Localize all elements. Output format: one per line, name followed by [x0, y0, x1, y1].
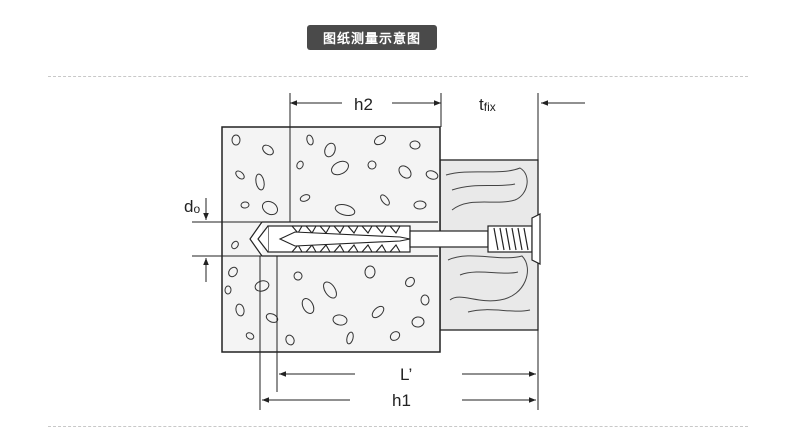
top-divider	[48, 76, 748, 77]
aggregate-pebble	[332, 314, 348, 326]
aggregate-pebble	[367, 160, 377, 170]
aggregate-pebble	[398, 165, 412, 179]
aggregate-pebble	[255, 173, 265, 191]
aggregate-pebble	[405, 276, 415, 288]
collar-rib	[523, 227, 529, 251]
d0-label: do	[184, 197, 200, 216]
bottom-divider	[48, 426, 748, 427]
collar-rib	[499, 227, 505, 251]
plug-tooth	[389, 244, 401, 253]
plug-tooth	[333, 244, 345, 253]
dimension-lines	[192, 93, 585, 410]
aggregate-pebble	[240, 201, 250, 209]
aggregate-pebble	[235, 303, 245, 317]
collar-rib	[505, 227, 511, 251]
aggregate-pebble	[231, 240, 239, 250]
plug-tooth	[361, 244, 373, 253]
plastic-plug	[257, 225, 411, 253]
screw	[409, 213, 541, 265]
d0-main: d	[184, 197, 193, 216]
concrete-aggregate	[224, 134, 439, 346]
aggregate-pebble	[324, 142, 336, 158]
aggregate-pebble	[231, 134, 241, 146]
aggregate-pebble	[409, 140, 421, 150]
aggregate-pebble	[285, 334, 295, 346]
collar-rib	[511, 227, 517, 251]
plug-tooth	[333, 225, 345, 234]
plug-tooth	[389, 225, 401, 234]
plug-tooth	[375, 244, 387, 253]
aggregate-pebble	[425, 170, 439, 180]
aggregate-pebble	[296, 160, 304, 170]
aggregate-pebble	[364, 265, 376, 279]
aggregate-pebble	[306, 134, 314, 146]
aggregate-pebble	[323, 281, 337, 299]
collar-rib	[493, 227, 499, 251]
aggregate-pebble	[380, 194, 390, 206]
aggregate-pebble	[261, 200, 279, 216]
aggregate-pebble	[389, 331, 401, 341]
plug-tooth	[375, 225, 387, 234]
h1-label: h1	[392, 391, 411, 410]
aggregate-pebble	[301, 298, 315, 314]
aggregate-pebble	[346, 331, 354, 345]
aggregate-pebble	[371, 305, 385, 319]
h2-label: h2	[354, 95, 373, 114]
aggregate-pebble	[411, 316, 425, 328]
aggregate-pebble	[334, 204, 356, 216]
tfix-label: tfix	[479, 95, 496, 114]
aggregate-pebble	[331, 160, 349, 176]
plug-tooth	[361, 225, 373, 234]
aggregate-pebble	[293, 271, 303, 281]
aggregate-pebble	[245, 332, 255, 340]
d0-sub: o	[193, 202, 200, 216]
aggregate-pebble	[413, 200, 427, 210]
aggregate-pebble	[228, 266, 238, 278]
aggregate-pebble	[420, 294, 430, 306]
plug-tooth	[347, 225, 359, 234]
aggregate-pebble	[224, 285, 232, 295]
plug-tooth	[347, 244, 359, 253]
tfix-sub: fix	[484, 100, 496, 114]
l-prime-label: L’	[400, 365, 412, 384]
collar-rib	[517, 227, 523, 251]
aggregate-pebble	[262, 144, 274, 156]
tfix-main: t	[479, 95, 484, 114]
page-title: 图纸测量示意图	[307, 25, 437, 50]
aggregate-pebble	[254, 280, 270, 292]
aggregate-pebble	[299, 194, 311, 202]
drill-hole	[249, 221, 438, 257]
aggregate-pebble	[373, 134, 387, 146]
aggregate-pebble	[235, 170, 245, 180]
